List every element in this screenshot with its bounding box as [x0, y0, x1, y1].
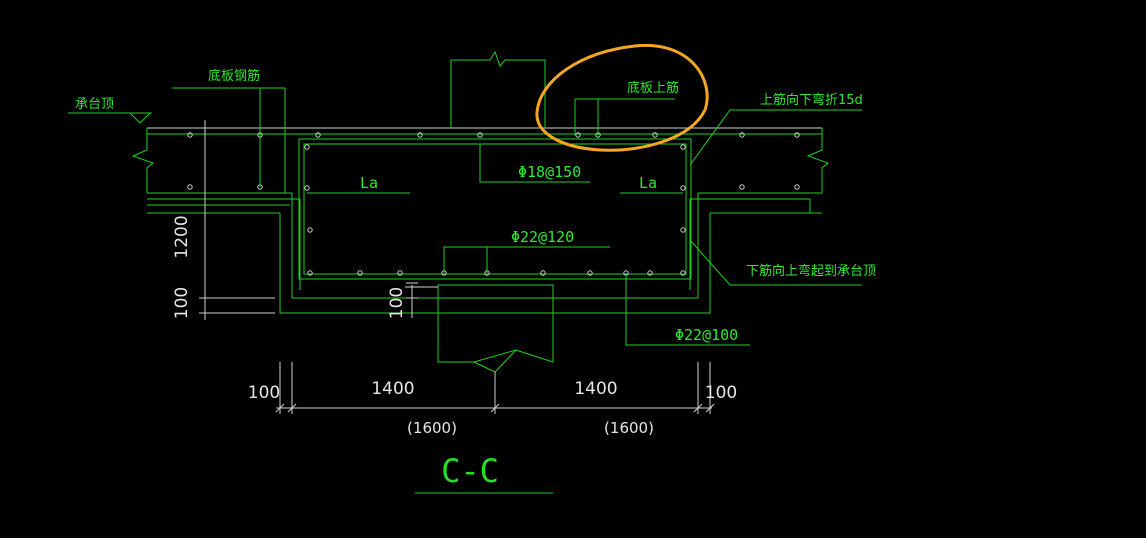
dim-span-left: 1400: [371, 379, 414, 399]
label-bottom-bar-bend: 下筋向上弯起到承台顶: [746, 263, 876, 279]
label-rebar-bottom: Φ22@120: [511, 228, 574, 246]
dim-left-100: 100: [172, 287, 192, 319]
dim-bottom-left-100: 100: [248, 383, 280, 403]
label-cap-top: 承台顶: [75, 97, 114, 112]
label-rebar-side: Φ22@100: [675, 326, 738, 344]
label-la-right: La: [639, 174, 657, 192]
label-top-bar-bend: 上筋向下弯折15d: [760, 92, 863, 108]
label-rebar-top: Φ18@150: [518, 163, 581, 181]
leader-lines: [68, 87, 862, 346]
highlight-annotation: [535, 43, 709, 152]
dim-height-1200: 1200: [172, 215, 192, 258]
dim-span-right-alt: (1600): [604, 419, 654, 437]
slab-outline: [131, 50, 829, 373]
label-la-left: La: [360, 174, 378, 192]
label-bottom-slab-top-rebar: 底板上筋: [627, 80, 679, 96]
section-title: C-C: [441, 452, 499, 490]
dim-mid-100: 100: [387, 287, 407, 319]
label-bottom-slab-rebar: 底板钢筋: [208, 68, 260, 84]
rebar-dots: [187, 132, 800, 276]
dim-span-right: 1400: [574, 379, 617, 399]
dim-bottom-right-100: 100: [705, 383, 737, 403]
dimension-lines: [199, 120, 715, 494]
dim-span-left-alt: (1600): [407, 419, 457, 437]
